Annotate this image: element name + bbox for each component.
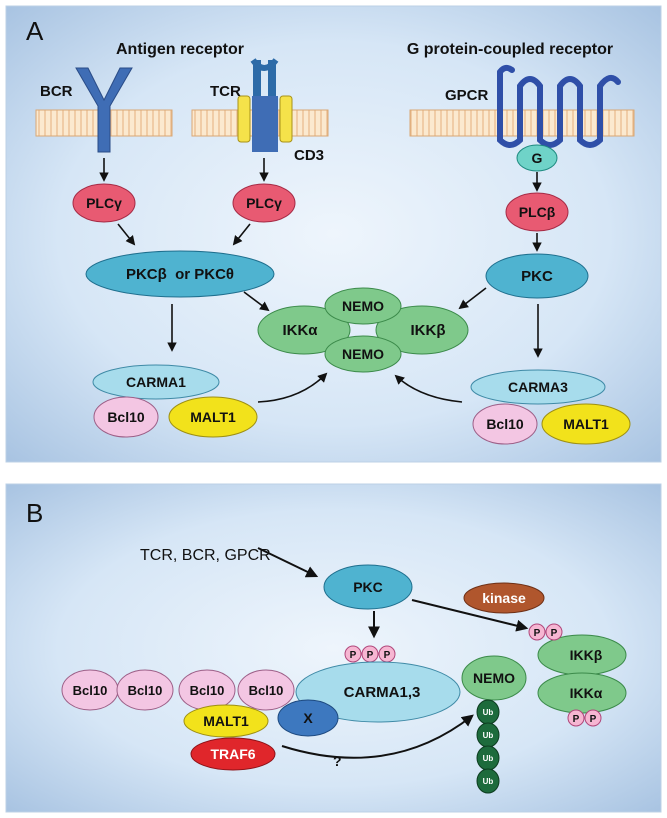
gpcr-label: GPCR — [445, 87, 489, 104]
nemo-bottom-label: NEMO — [342, 346, 384, 362]
ikk-beta-label-b: IKKβ — [570, 647, 603, 663]
svg-text:P: P — [367, 650, 374, 661]
arrow-plc1-pkc — [117, 223, 136, 246]
ub-node-4 — [476, 768, 500, 794]
ikk-alpha-label-a: IKKα — [282, 322, 318, 339]
carma1-node — [92, 364, 220, 400]
ikk-phosphates: P P P P — [528, 623, 602, 727]
carma1-label: CARMA1 — [126, 374, 186, 390]
malt1-node-right — [541, 403, 631, 445]
plc-beta-label: PLCβ — [519, 204, 556, 220]
panel-b: B TCR, BCR, GPCR PKC kinase P P P CARMA1… — [5, 483, 662, 813]
arrow-pkc-ikk-left — [243, 291, 270, 312]
svg-text:P: P — [573, 714, 580, 725]
ubiquitin-chain: Ub Ub Ub Ub — [476, 699, 500, 794]
pkc-node-b — [323, 564, 413, 610]
svg-text:Ub: Ub — [483, 708, 494, 717]
malt1-node-left — [168, 396, 258, 438]
ikk-alpha-label-b: IKKα — [570, 685, 603, 701]
bcl10-node-2 — [116, 669, 174, 711]
svg-text:Bcl10: Bcl10 — [190, 683, 225, 698]
g-protein-node — [516, 144, 558, 172]
tcr-label: TCR — [210, 83, 241, 100]
nemo-node-b — [461, 655, 527, 701]
svg-text:Ub: Ub — [483, 777, 494, 786]
plc-gamma-label-2: PLCγ — [246, 195, 282, 211]
x-label: X — [303, 710, 313, 726]
question-mark: ? — [333, 753, 342, 769]
pkc-label-a: PKC — [521, 268, 553, 285]
receptors-label: TCR, BCR, GPCR — [140, 547, 271, 564]
bcl10-label-left: Bcl10 — [107, 409, 145, 425]
gpcr-receptor-icon — [497, 64, 621, 148]
traf6-node — [190, 737, 276, 771]
pkc-beta-theta-node — [85, 250, 275, 298]
ikk-beta-label-a: IKKβ — [411, 322, 446, 339]
svg-text:Ub: Ub — [483, 731, 494, 740]
plc-gamma-label-1: PLCγ — [86, 195, 122, 211]
arrow-traf6-nemo — [281, 714, 474, 759]
tcr-receptor-icon — [237, 58, 293, 152]
malt1-label-left: MALT1 — [190, 409, 236, 425]
traf6-label: TRAF6 — [210, 746, 255, 762]
carma13-label: CARMA1,3 — [344, 684, 421, 701]
arrow-pkc-ikk — [411, 599, 529, 632]
kinase-label: kinase — [482, 590, 526, 606]
x-node — [277, 699, 339, 737]
arrow-receptors-pkc — [257, 547, 319, 578]
plc-gamma-node-2 — [232, 183, 296, 223]
svg-text:P: P — [551, 628, 558, 639]
nemo-top-label: NEMO — [342, 298, 384, 314]
cd3-label: CD3 — [294, 147, 324, 164]
bcr-receptor-icon — [75, 67, 133, 153]
plc-gamma-node-1 — [72, 183, 136, 223]
bcl10-node-right — [472, 403, 538, 445]
carma-phosphates: P P P — [344, 645, 396, 663]
phosphate-1 — [344, 645, 362, 663]
bcr-label: BCR — [40, 83, 73, 100]
carma3-node — [470, 369, 606, 405]
panel-a-letter: A — [26, 16, 44, 46]
malt1-node-b — [183, 704, 269, 738]
carma13-node — [295, 661, 461, 723]
bcl10-chain: Bcl10 Bcl10 Bcl10 Bcl10 — [61, 669, 295, 711]
panel-b-letter: B — [26, 498, 43, 528]
arrow-plc2-pkc — [232, 223, 251, 246]
arrow-carma1-ikk — [257, 372, 328, 403]
svg-text:P: P — [384, 650, 391, 661]
antigen-receptor-title: Antigen receptor — [116, 41, 244, 58]
malt1-label-right: MALT1 — [563, 416, 609, 432]
svg-text:Bcl10: Bcl10 — [73, 683, 108, 698]
kinase-node — [463, 582, 545, 614]
g-protein-label: G — [532, 150, 543, 166]
bcl10-label-right: Bcl10 — [486, 416, 524, 432]
gpcr-title: G protein-coupled receptor — [407, 41, 613, 58]
arrow-pkc-ikk-right — [458, 287, 487, 310]
svg-text:P: P — [590, 714, 597, 725]
pkc-label-b: PKC — [353, 579, 383, 595]
malt1-label-b: MALT1 — [203, 713, 249, 729]
carma3-label: CARMA3 — [508, 379, 568, 395]
svg-text:P: P — [534, 628, 541, 639]
svg-text:Bcl10: Bcl10 — [128, 683, 163, 698]
pkc-beta-theta-label: PKCβ or PKCθ — [126, 266, 234, 283]
pkc-node-a — [485, 253, 589, 299]
plc-beta-node — [505, 192, 569, 232]
bcl10-node-left — [93, 396, 159, 438]
svg-text:P: P — [350, 650, 357, 661]
svg-text:Bcl10: Bcl10 — [249, 683, 284, 698]
panel-a: A Antigen receptor G protein-coupled rec… — [5, 5, 662, 463]
ikk-complex-a — [257, 287, 469, 373]
arrow-carma3-ikk — [394, 374, 463, 403]
bcl10-node-4 — [237, 669, 295, 711]
nemo-label-b: NEMO — [473, 670, 515, 686]
svg-text:Ub: Ub — [483, 754, 494, 763]
